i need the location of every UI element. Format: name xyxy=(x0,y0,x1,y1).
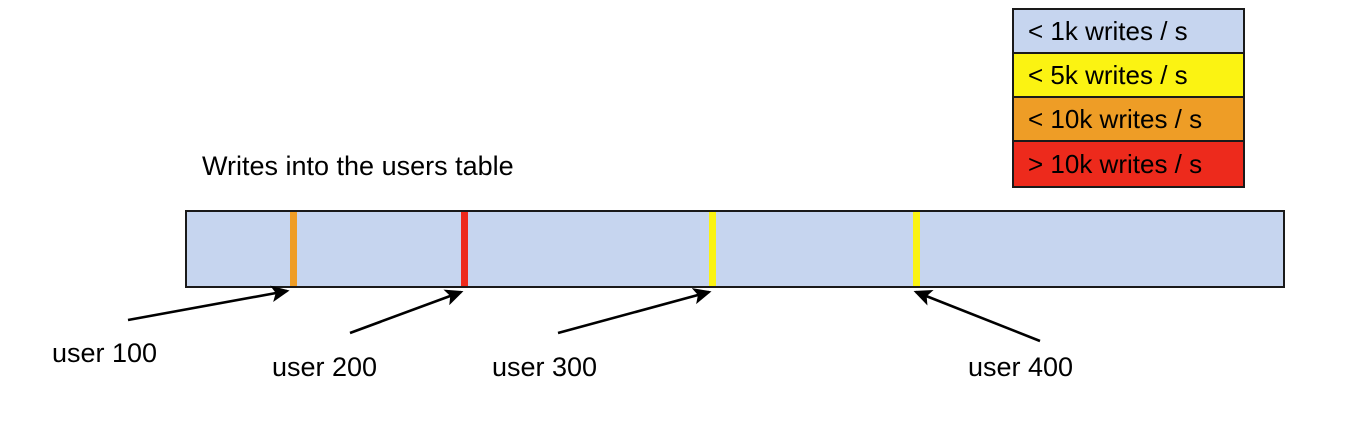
callout-label-user-400: user 400 xyxy=(968,352,1074,382)
users-table-bar xyxy=(185,210,1285,288)
stripe-user-300 xyxy=(709,212,716,286)
legend-label-0: < 1k writes / s xyxy=(1028,16,1188,46)
legend-label-1: < 5k writes / s xyxy=(1028,60,1188,90)
stripe-user-400 xyxy=(913,212,920,286)
legend-row-0: < 1k writes / s xyxy=(1014,10,1243,54)
legend: < 1k writes / s < 5k writes / s < 10k wr… xyxy=(1012,8,1245,188)
callout-label-user-200: user 200 xyxy=(272,352,378,382)
legend-label-3: > 10k writes / s xyxy=(1028,149,1203,179)
arrow-user-100 xyxy=(127,285,290,322)
callout-label-user-100: user 100 xyxy=(52,338,158,368)
chart-title: Writes into the users table xyxy=(202,151,514,181)
legend-row-3: > 10k writes / s xyxy=(1014,142,1243,186)
legend-row-1: < 5k writes / s xyxy=(1014,54,1243,98)
stripe-user-100 xyxy=(290,212,297,286)
callout-label-user-300: user 300 xyxy=(492,352,598,382)
legend-row-2: < 10k writes / s xyxy=(1014,98,1243,142)
arrow-user-300 xyxy=(557,288,712,335)
legend-label-2: < 10k writes / s xyxy=(1028,104,1203,134)
stripe-user-200 xyxy=(461,212,468,286)
arrow-user-400 xyxy=(913,289,1041,343)
arrow-user-200 xyxy=(349,289,464,335)
